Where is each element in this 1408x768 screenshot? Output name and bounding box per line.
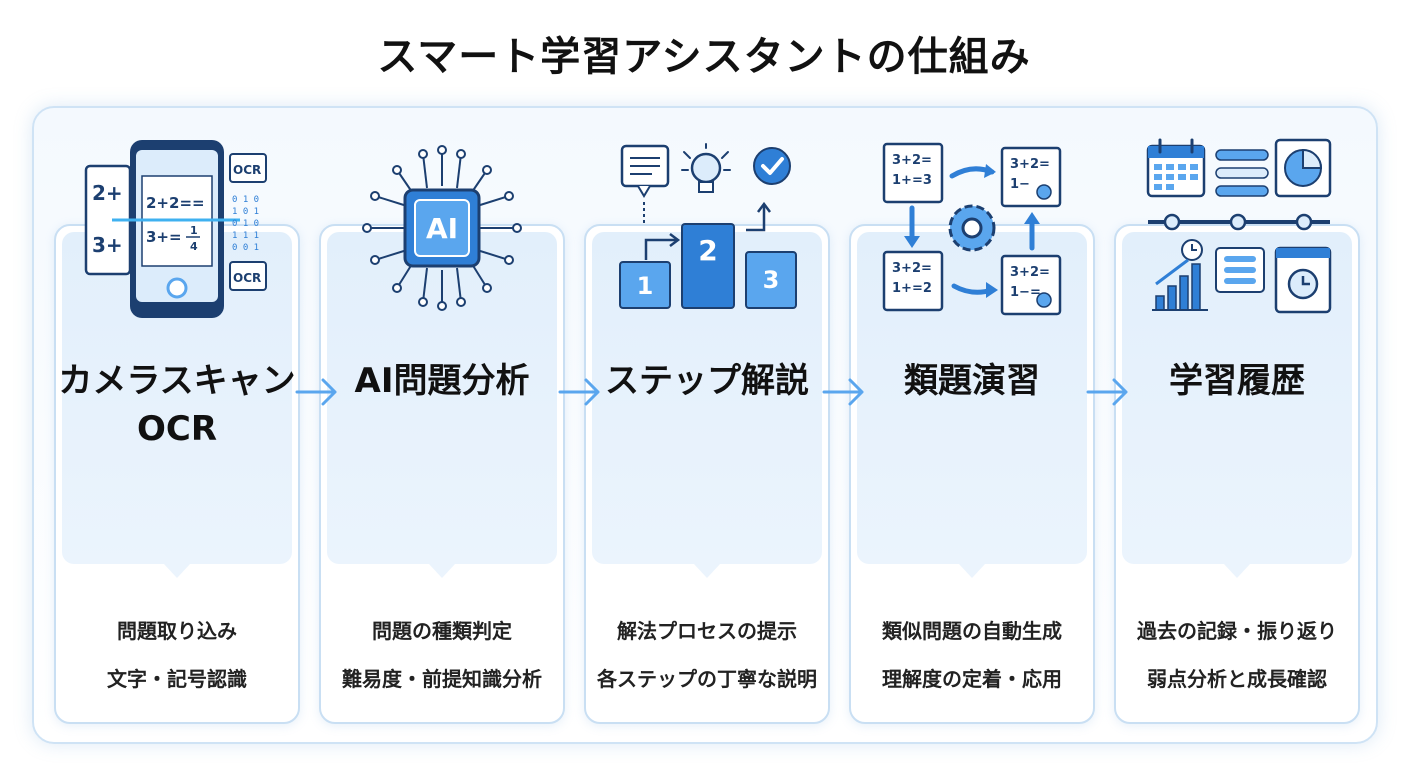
svg-text:1+=3: 1+=3 — [892, 173, 932, 188]
svg-text:3: 3 — [763, 266, 780, 294]
step-title-3: ステップ解説 — [605, 361, 809, 401]
step-desc-2a: 問題の種類判定 — [372, 619, 512, 643]
flow-arrow-3-icon — [822, 378, 864, 406]
flow-arrow-2-icon — [558, 378, 600, 406]
svg-text:2: 2 — [698, 234, 717, 267]
step-desc-4a: 類似問題の自動生成 — [882, 619, 1062, 643]
svg-text:0 0 1: 0 0 1 — [232, 243, 259, 253]
svg-text:2+2==: 2+2== — [146, 194, 205, 212]
step-desc-2b: 難易度・前提知識分析 — [342, 667, 542, 691]
smartphone-scan-icon: 2+ 3+ 2+2== 3+= 1 4 OCR 0 1 0 1 0 1 0 1 … — [84, 140, 267, 318]
svg-text:OCR: OCR — [233, 271, 261, 285]
step-podium-icon: 1 2 3 — [619, 143, 797, 309]
step-desc-1a: 問題取り込み — [117, 619, 237, 643]
step-title-5: 学習履歴 — [1169, 361, 1305, 401]
svg-text:0 1 0: 0 1 0 — [232, 195, 259, 205]
svg-text:3+: 3+ — [92, 233, 123, 257]
svg-text:3+2=: 3+2= — [892, 261, 932, 276]
svg-text:1: 1 — [637, 272, 654, 300]
svg-text:3+=: 3+= — [146, 228, 182, 246]
step-desc-5b: 弱点分析と成長確認 — [1147, 667, 1327, 691]
step-desc-4b: 理解度の定着・応用 — [882, 667, 1062, 691]
svg-text:OCR: OCR — [233, 163, 261, 177]
svg-text:3+2=: 3+2= — [1010, 265, 1050, 280]
page-title: スマート学習アシスタントの仕組み — [377, 34, 1031, 80]
flow-arrow-4-icon — [1086, 378, 1128, 406]
svg-text:2+: 2+ — [92, 181, 123, 205]
svg-text:1−=: 1−= — [1010, 285, 1041, 300]
svg-text:1−: 1− — [1010, 177, 1030, 192]
svg-text:AI: AI — [426, 212, 458, 245]
practice-cycle-icon: 3+2= 1+=3 3+2= 1− 3+2= 1+=2 3+2= 1−= — [882, 142, 1062, 316]
svg-text:1 0 1: 1 0 1 — [232, 207, 259, 217]
flow-arrow-1-icon — [295, 378, 337, 406]
step-desc-5a: 過去の記録・振り返り — [1137, 619, 1337, 643]
step-title-1: カメラスキャン OCR — [58, 361, 296, 449]
svg-text:1+=2: 1+=2 — [892, 281, 932, 296]
learning-history-icon — [1146, 138, 1332, 314]
step-desc-3b: 各ステップの丁寧な説明 — [597, 667, 817, 691]
svg-text:0 1 0: 0 1 0 — [232, 219, 259, 229]
step-desc-1b: 文字・記号認識 — [107, 667, 247, 691]
svg-text:1 1 1: 1 1 1 — [232, 231, 259, 241]
svg-text:1: 1 — [190, 224, 198, 237]
step-title-2: AI問題分析 — [354, 361, 530, 401]
svg-text:3+2=: 3+2= — [1010, 157, 1050, 172]
ai-chip-icon: AI — [362, 145, 522, 311]
step-desc-3a: 解法プロセスの提示 — [617, 619, 797, 643]
svg-text:3+2=: 3+2= — [892, 153, 932, 168]
step-title-4: 類題演習 — [904, 361, 1040, 401]
svg-text:4: 4 — [190, 240, 198, 253]
